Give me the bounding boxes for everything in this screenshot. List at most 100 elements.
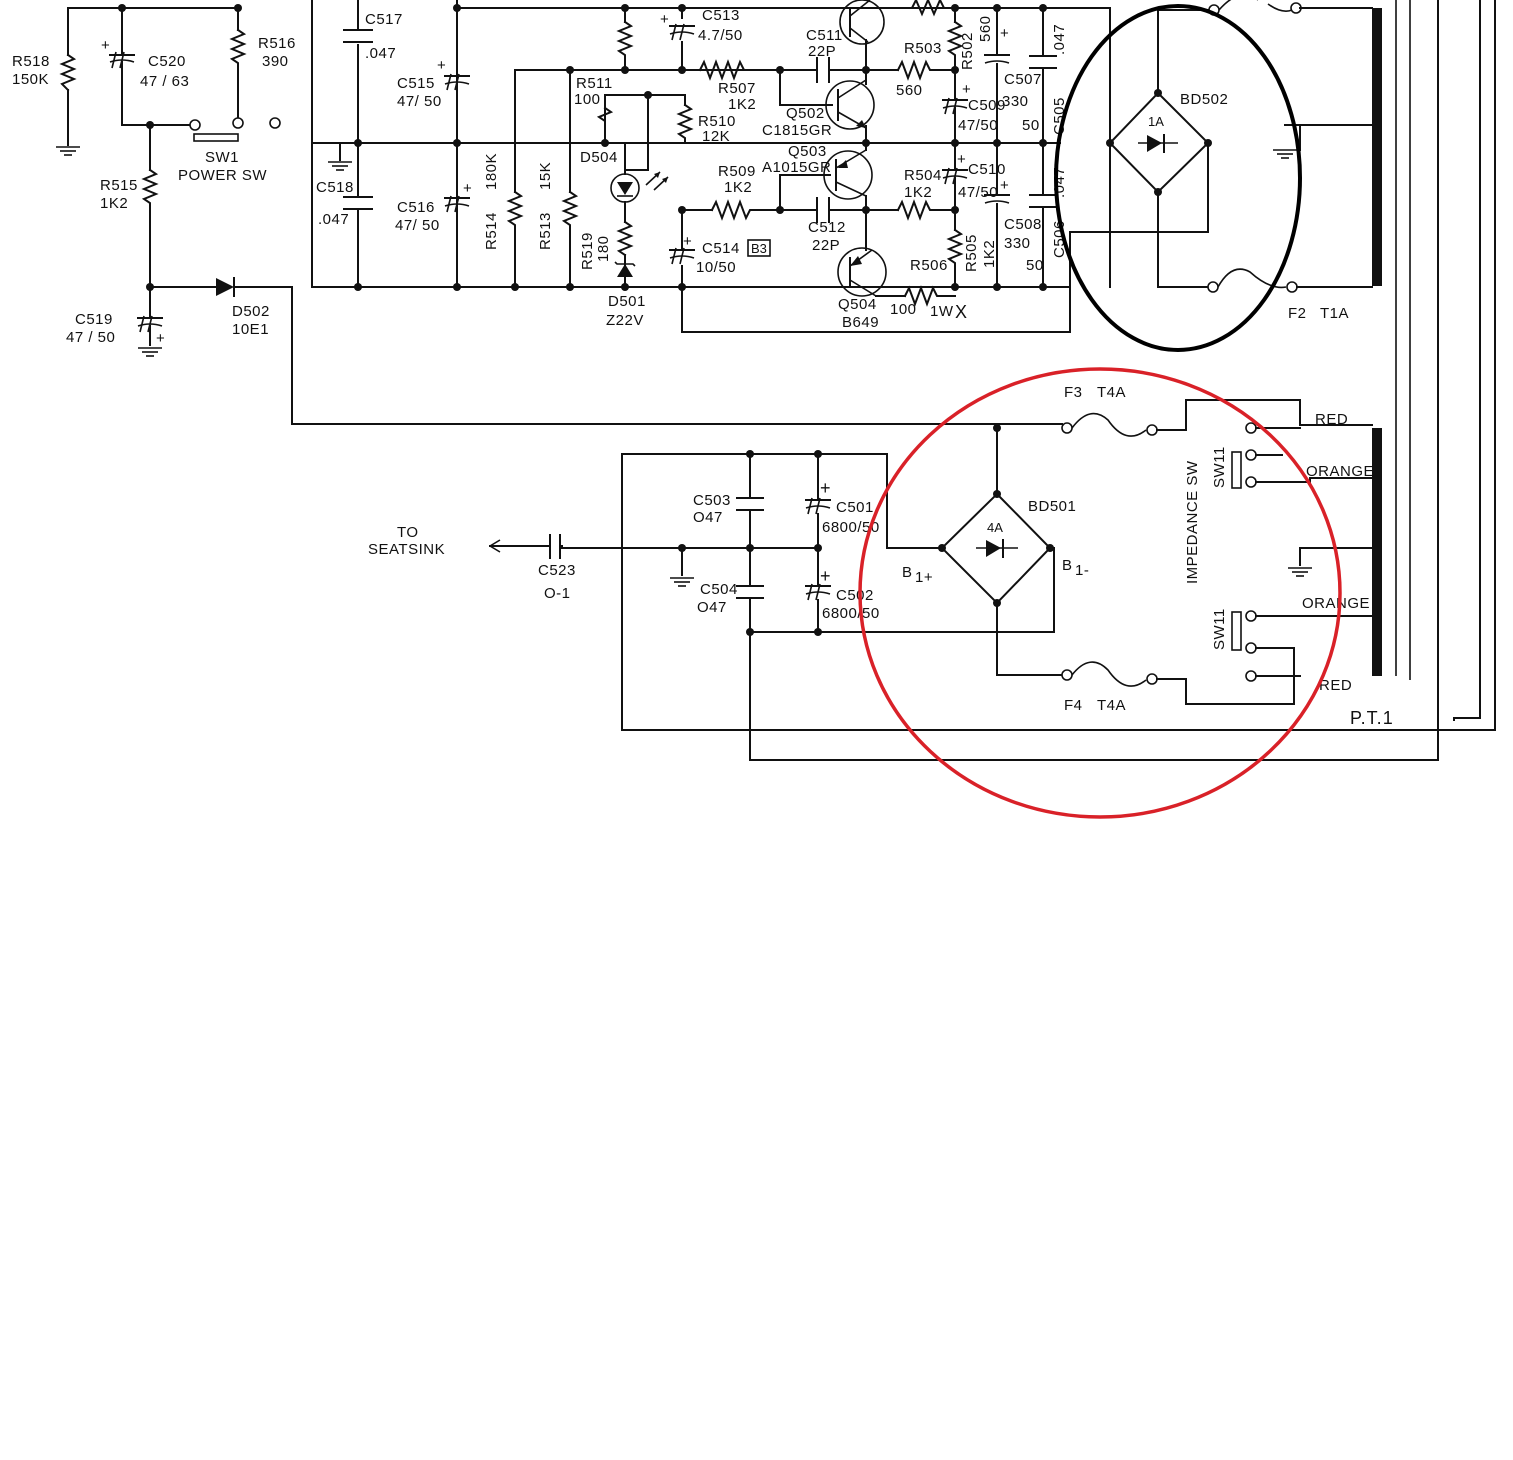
c502-value: 6800/50 bbox=[822, 605, 880, 622]
r506-resistor bbox=[903, 285, 956, 307]
bd502-label: BD502 bbox=[1180, 91, 1228, 108]
c511-value: 22P bbox=[808, 43, 836, 60]
r514-label: R514 bbox=[483, 212, 500, 250]
red-highlight-ellipse bbox=[858, 367, 1342, 819]
q504-value: B649 bbox=[842, 314, 879, 331]
bd501-section: + + bbox=[368, 384, 1374, 761]
c515-label: C515 bbox=[397, 75, 435, 92]
c511-capacitor bbox=[779, 57, 867, 83]
sw11-top-label: SW11 bbox=[1211, 446, 1228, 488]
pt1-label: P.T.1 bbox=[1350, 708, 1394, 728]
bd502-section: BD502 1A F2 T1A bbox=[1069, 0, 1373, 322]
c505-value: .047 bbox=[1051, 24, 1068, 55]
svg-text:+: + bbox=[820, 478, 832, 498]
sw11-bottom-label: SW11 bbox=[1211, 608, 1228, 650]
r509-value: 1K2 bbox=[724, 179, 752, 196]
r511-resistor bbox=[616, 20, 634, 71]
r514-value: 180K bbox=[483, 153, 500, 190]
orange-bottom-label: ORANGE bbox=[1302, 595, 1370, 612]
c501-value: 6800/50 bbox=[822, 519, 880, 536]
d501-value: Z22V bbox=[606, 312, 644, 329]
c520-capacitor: + bbox=[101, 37, 135, 71]
svg-text:+: + bbox=[463, 180, 472, 197]
c502-label: C502 bbox=[836, 587, 874, 604]
sw1-desc: POWER SW bbox=[178, 167, 267, 184]
q503-transistor bbox=[823, 149, 873, 200]
r513-label: R513 bbox=[537, 212, 554, 250]
r503-label: R503 bbox=[904, 40, 942, 57]
power-switch-section: + + bbox=[12, 4, 1063, 425]
c503-label: C503 bbox=[693, 492, 731, 509]
b1-plus-sub: 1+ bbox=[915, 569, 933, 586]
c518-capacitor bbox=[343, 196, 373, 210]
b1-plus-label: B bbox=[902, 564, 913, 581]
r509-resistor bbox=[710, 199, 781, 221]
b1-minus-sub: 1- bbox=[1075, 562, 1089, 579]
c509-capacitor: + bbox=[942, 81, 971, 115]
red-bottom-label: RED bbox=[1319, 677, 1352, 694]
r518-resistor bbox=[59, 53, 77, 92]
r519-resistor bbox=[616, 220, 634, 257]
r507-resistor bbox=[698, 59, 781, 81]
c518-label: C518 bbox=[316, 179, 354, 196]
c510-label: C510 bbox=[968, 161, 1006, 178]
c509-label: C509 bbox=[968, 97, 1006, 114]
c516-capacitor: + bbox=[444, 180, 472, 213]
to-label: TO bbox=[397, 524, 419, 541]
c513-label: C513 bbox=[702, 7, 740, 24]
c507-capacitor: + bbox=[984, 25, 1010, 64]
q501-transistor bbox=[839, 0, 885, 71]
d502-diode bbox=[149, 277, 1063, 425]
r509-label: R509 bbox=[718, 163, 756, 180]
bd501-label: BD501 bbox=[1028, 498, 1076, 515]
f1-fuse bbox=[1208, 0, 1302, 16]
c501-label: C501 bbox=[836, 499, 874, 516]
q503-label: Q503 bbox=[788, 143, 827, 160]
r505-resistor bbox=[946, 228, 964, 288]
c516-label: C516 bbox=[397, 199, 435, 216]
c519-value: 47 / 50 bbox=[66, 329, 115, 346]
r503-resistor bbox=[896, 59, 956, 81]
c520-label: C520 bbox=[148, 53, 186, 70]
r510-label: R510 bbox=[698, 113, 736, 130]
r515-resistor bbox=[141, 168, 159, 288]
r516-resistor bbox=[229, 28, 247, 119]
c504-value: O47 bbox=[697, 599, 727, 616]
c519-capacitor: + bbox=[137, 286, 165, 347]
svg-text:+: + bbox=[957, 151, 966, 168]
c519-label: C519 bbox=[75, 311, 113, 328]
svg-text:+: + bbox=[962, 81, 971, 98]
svg-text:+: + bbox=[437, 57, 446, 74]
c514-value: 10/50 bbox=[696, 259, 736, 276]
svg-text:+: + bbox=[156, 330, 165, 347]
r507-value: 1K2 bbox=[728, 96, 756, 113]
c512-value: 22P bbox=[812, 237, 840, 254]
c520-value: 47 / 63 bbox=[140, 73, 189, 90]
q504-transistor bbox=[837, 247, 887, 297]
red-top-label: RED bbox=[1315, 411, 1348, 428]
r505-label: R505 bbox=[963, 234, 980, 272]
svg-text:+: + bbox=[101, 37, 110, 54]
c510-value: 47/50 bbox=[958, 184, 998, 201]
c503-capacitor bbox=[736, 497, 764, 511]
r515-value: 1K2 bbox=[100, 195, 128, 212]
c516-value: 47/ 50 bbox=[395, 217, 440, 234]
c513-value: 4.7/50 bbox=[698, 27, 743, 44]
svg-text:+: + bbox=[683, 233, 692, 250]
r514-resistor bbox=[506, 190, 524, 288]
c512-capacitor bbox=[779, 197, 867, 223]
f2-value: T1A bbox=[1320, 305, 1349, 322]
c517-capacitor bbox=[343, 29, 373, 43]
bd502-value: 1A bbox=[1148, 114, 1164, 129]
q503-value: A1015GR bbox=[762, 159, 831, 176]
f4-value: T4A bbox=[1097, 697, 1126, 714]
f4-fuse bbox=[1061, 661, 1158, 687]
c502-capacitor: + bbox=[805, 566, 831, 601]
c509-value: 47/50 bbox=[958, 117, 998, 134]
c511-label: C511 bbox=[806, 27, 843, 44]
c508-voltage: 50 bbox=[1026, 257, 1044, 274]
r516-label: R516 bbox=[258, 35, 296, 52]
r504-label: R504 bbox=[904, 167, 942, 184]
svg-text:+: + bbox=[660, 11, 669, 28]
b1-minus-label: B bbox=[1062, 557, 1073, 574]
